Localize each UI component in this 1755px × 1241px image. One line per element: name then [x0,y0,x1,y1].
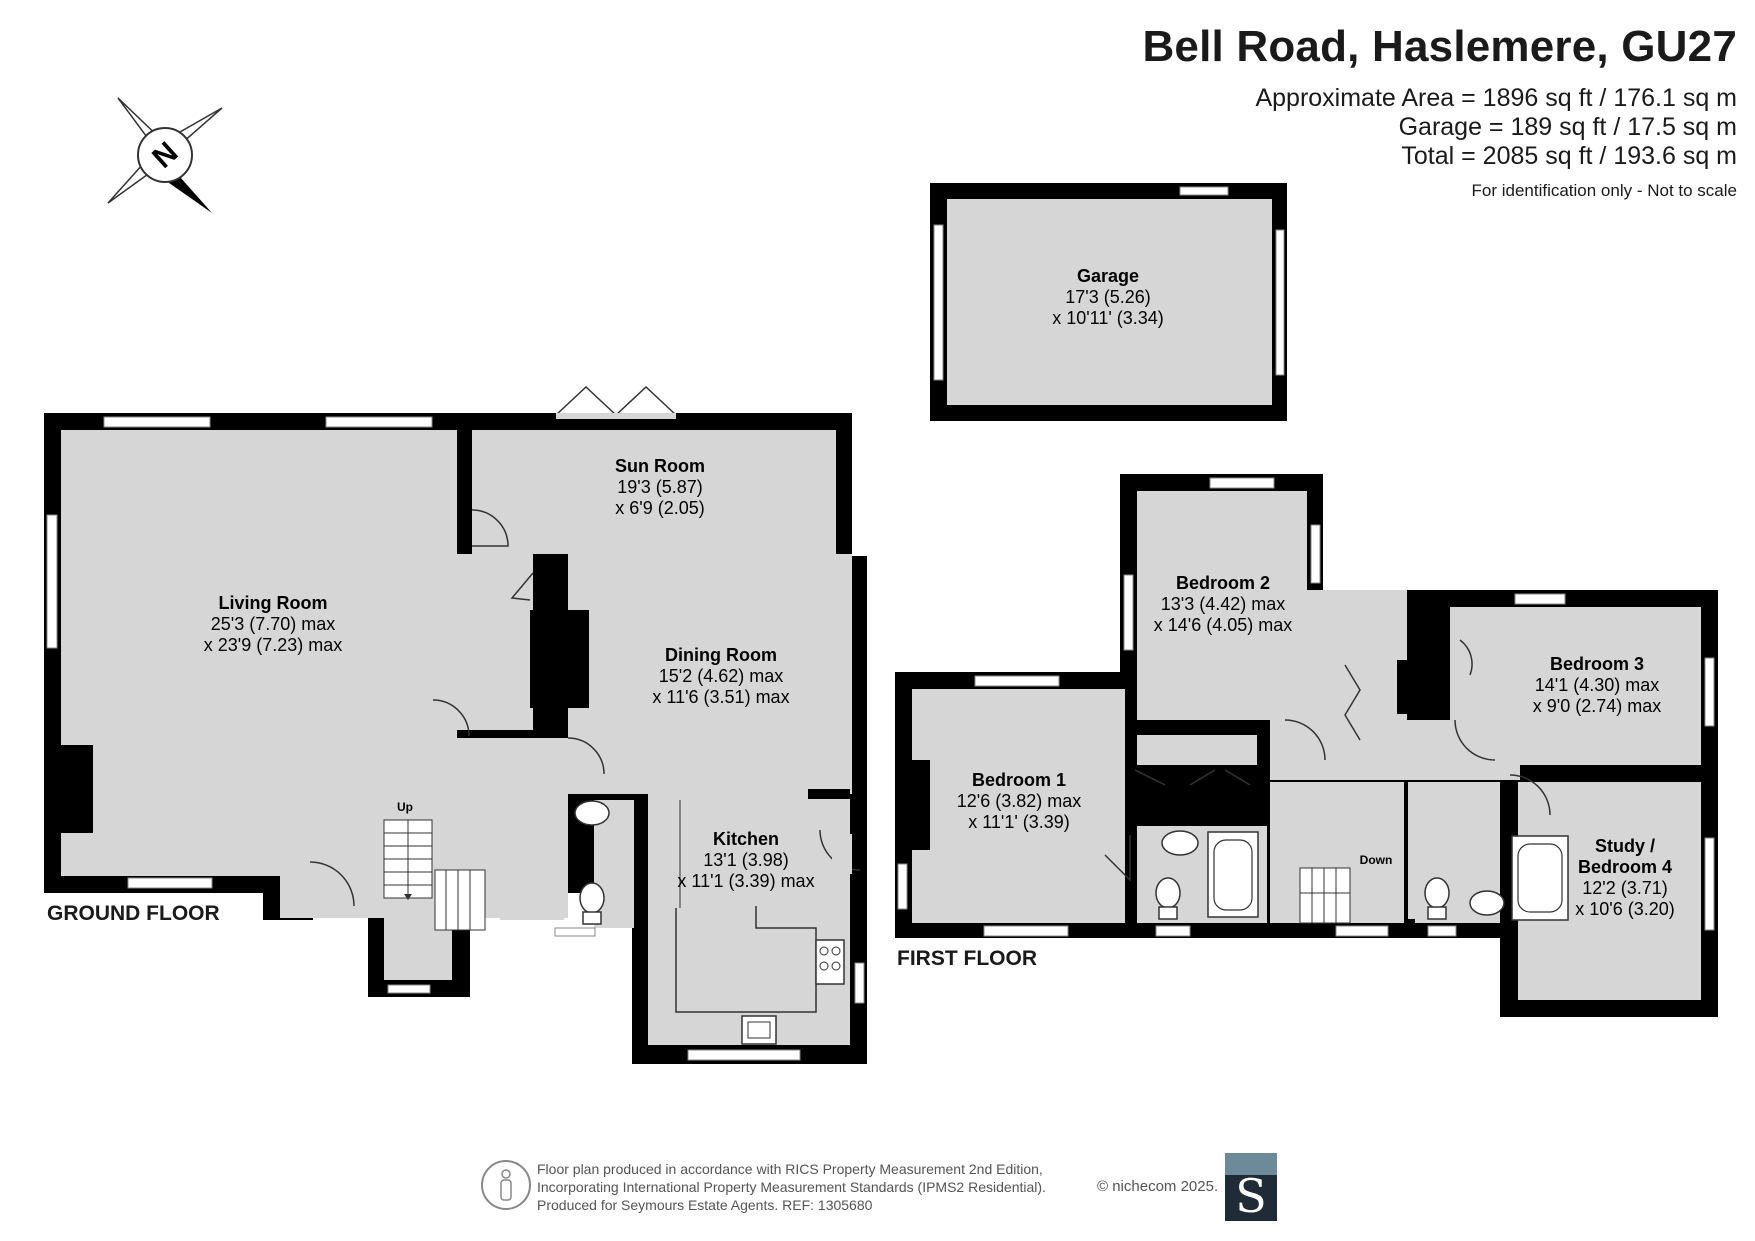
garage-label: Garage 17'3 (5.26) x 10'11' (3.34) [1052,266,1164,328]
living-room-dim1: 25'3 (7.70) max [211,614,336,634]
logo-band [1225,1153,1277,1175]
bedroom-2-label: Bedroom 2 13'3 (4.42) max x 14'6 (4.05) … [1154,573,1293,635]
area-total: Total = 2085 sq ft / 193.6 sq m [1401,142,1737,170]
footer-line-3: Produced for Seymours Estate Agents. REF… [537,1197,873,1213]
footer-text: Floor plan produced in accordance with R… [537,1160,1046,1214]
footer-line-1: Floor plan produced in accordance with R… [537,1161,1043,1177]
bedroom-3-label: Bedroom 3 14'1 (4.30) max x 9'0 (2.74) m… [1533,654,1662,716]
dining-room-label: Dining Room 15'2 (4.62) max x 11'6 (3.51… [652,645,789,707]
stairs-up-label: Up [397,800,413,814]
footer-line-2: Incorporating International Property Mea… [537,1179,1046,1195]
disclaimer: For identification only - Not to scale [1471,181,1737,200]
garage-dim1: 17'3 (5.26) [1065,287,1151,307]
study-label: Study / Bedroom 4 12'2 (3.71) x 10'6 (3.… [1575,836,1675,919]
brand-credit: © nichecom 2025. [1097,1178,1219,1195]
kitchen-name: Kitchen [713,829,779,849]
sun-room-dim2: x 6'9 (2.05) [615,498,704,518]
sun-room-label: Sun Room 19'3 (5.87) x 6'9 (2.05) [615,456,705,518]
agent-logo: S [1225,1153,1277,1223]
area-approx: Approximate Area = 1896 sq ft / 176.1 sq… [1255,84,1737,112]
measurement-badge-icon [481,1160,531,1210]
study-dim2: x 10'6 (3.20) [1575,899,1675,919]
kitchen-dim1: 13'1 (3.98) [703,850,789,870]
compass-icon: N [107,97,223,213]
stairs-down-label: Down [1360,853,1393,867]
sun-room-name: Sun Room [615,456,705,476]
study-dim1: 12'2 (3.71) [1582,878,1668,898]
garage-plan [930,183,1287,421]
bedroom-1-name: Bedroom 1 [972,770,1066,790]
first-floor-label: FIRST FLOOR [897,947,1037,970]
ground-floor-label: GROUND FLOOR [47,902,220,925]
ground-floor-plan [44,385,867,1064]
garage-dim2: x 10'11' (3.34) [1052,308,1164,328]
bedroom-3-dim1: 14'1 (4.30) max [1535,675,1660,695]
living-room-name: Living Room [219,593,328,613]
area-garage: Garage = 189 sq ft / 17.5 sq m [1398,113,1737,141]
bedroom-1-dim1: 12'6 (3.82) max [957,791,1082,811]
bedroom-2-name: Bedroom 2 [1176,573,1270,593]
kitchen-dim2: x 11'1 (3.39) max [677,871,814,891]
kitchen-label: Kitchen 13'1 (3.98) x 11'1 (3.39) max [677,829,814,891]
dining-room-dim2: x 11'6 (3.51) max [652,687,789,707]
dining-room-dim1: 15'2 (4.62) max [659,666,784,686]
living-room-dim2: x 23'9 (7.23) max [204,635,343,655]
bedroom-3-name: Bedroom 3 [1550,654,1644,674]
bedroom-1-dim2: x 11'1' (3.39) [968,812,1070,832]
first-floor-plan [895,474,1718,1017]
garage-name: Garage [1077,266,1139,286]
sun-room-dim1: 19'3 (5.87) [617,477,703,497]
bedroom-1-label: Bedroom 1 12'6 (3.82) max x 11'1' (3.39) [957,770,1082,832]
bedroom-2-dim1: 13'3 (4.42) max [1161,594,1286,614]
study-name-2: Bedroom 4 [1578,857,1672,877]
dining-room-name: Dining Room [665,645,777,665]
logo-letter: S [1235,1169,1267,1223]
bedroom-3-dim2: x 9'0 (2.74) max [1533,696,1662,716]
page-title: Bell Road, Haslemere, GU27 [1142,22,1737,71]
study-name: Study / [1595,836,1655,856]
bedroom-2-dim2: x 14'6 (4.05) max [1154,615,1293,635]
living-room-label: Living Room 25'3 (7.70) max x 23'9 (7.23… [204,593,343,655]
